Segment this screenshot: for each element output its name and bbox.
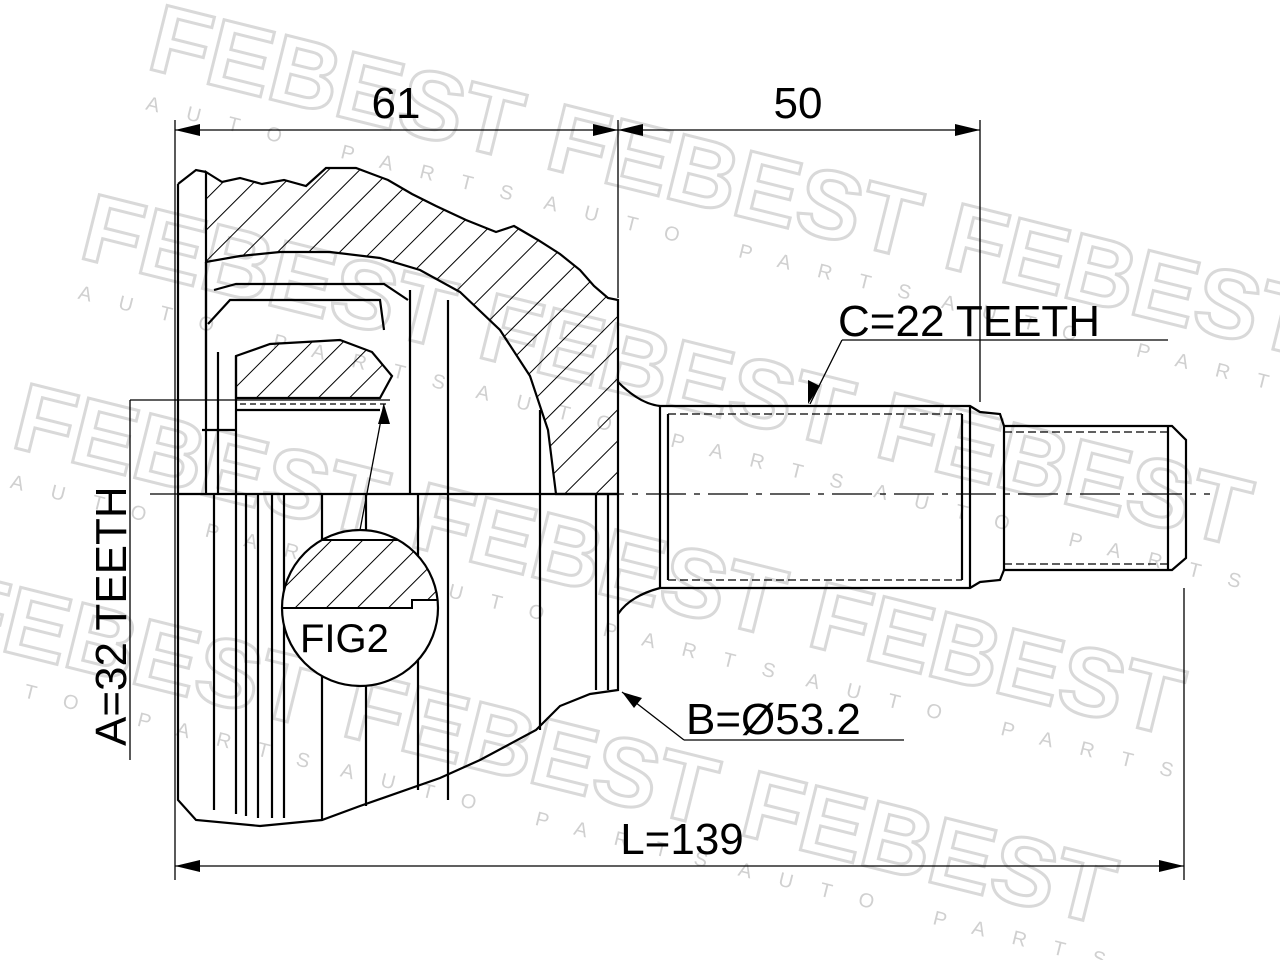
dimension-shaft-length: 50 [774,79,823,128]
extension-lines [129,120,1185,880]
fig2-label: FIG2 [300,617,389,661]
callout-leaders [621,339,1168,741]
dimension-total-length: L=139 [620,815,744,864]
inner-race [202,338,394,494]
label-abs-ring-diameter: B=Ø53.2 [686,695,861,744]
stub-shaft [617,381,1188,615]
label-inner-teeth: A=32 TEETH [87,486,136,746]
label-outer-teeth: C=22 TEETH [838,297,1100,346]
dimension-body-length: 61 [372,79,421,128]
fig2-detail: FIG2 [280,403,440,688]
dimension-arrows [175,124,1184,872]
